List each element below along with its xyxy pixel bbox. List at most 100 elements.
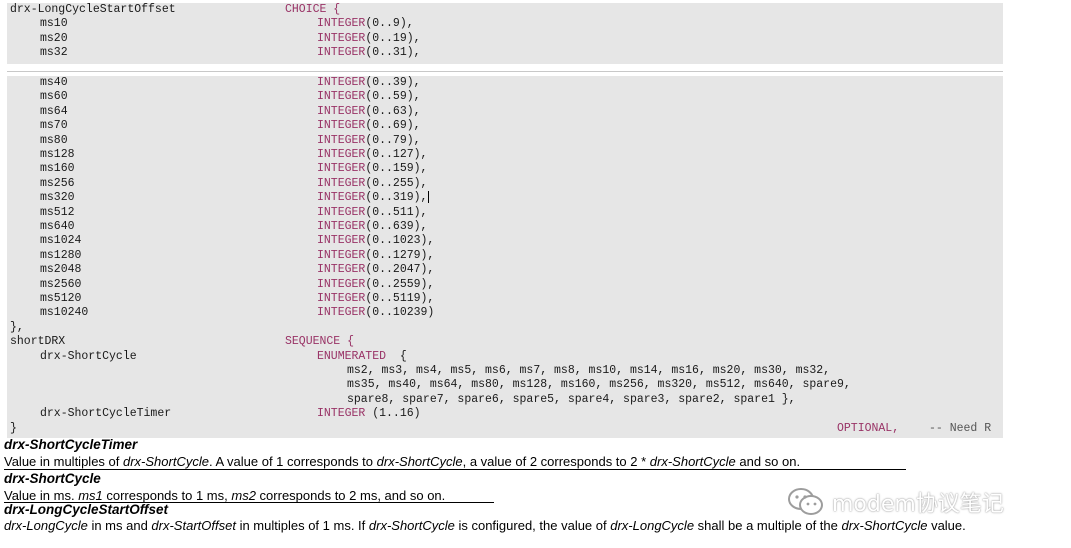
field-reference: ms1: [78, 488, 103, 503]
desc-text: . A value of 1 corresponds to: [208, 454, 377, 469]
field-desc-drx-shortcycletimer: Value in multiples of drx-ShortCycle. A …: [4, 454, 800, 469]
desc-text: corresponds to 1 ms,: [102, 488, 232, 503]
text-cursor: [428, 191, 430, 204]
code-range: (0..2559),: [365, 277, 435, 291]
code-c2: ms70: [40, 119, 68, 133]
code-range: (0..159),: [365, 162, 428, 176]
code-type: INTEGER: [317, 277, 366, 291]
field-reference: drx-ShortCycle: [649, 454, 736, 469]
code-range: (0..69),: [365, 119, 421, 133]
field-name-drx-shortcycle: drx-ShortCycle: [4, 471, 101, 486]
code-range: (0..127),: [365, 148, 428, 161]
code-c1: }: [10, 421, 17, 435]
code-type: INTEGER: [317, 263, 366, 277]
code-type: INTEGER: [317, 234, 366, 248]
code-range: (0..639),: [365, 220, 428, 233]
code-range: (0..79),: [365, 133, 421, 147]
code-c2: ms40: [40, 76, 68, 89]
code-range: (0..2047),: [365, 263, 435, 277]
desc-text: shall be a multiple of the: [694, 518, 842, 533]
code-type: INTEGER: [317, 148, 366, 161]
code-c2: ms1280: [40, 248, 82, 262]
field-reference: drx-LongCycle: [610, 518, 695, 533]
desc-text: Value in multiples of: [4, 454, 123, 469]
code-range: (0..10239): [365, 306, 435, 320]
field-name-drx-shortcycletimer: drx-ShortCycleTimer: [4, 437, 138, 452]
code-type: INTEGER: [317, 176, 366, 190]
code-type: INTEGER: [317, 76, 366, 89]
code-c2: ms80: [40, 133, 68, 147]
code-c2: ms128: [40, 148, 75, 161]
code-range: (0..63),: [365, 104, 421, 118]
code-c2: drx-ShortCycle: [40, 349, 137, 363]
code-range: (0..511),: [365, 205, 428, 219]
wechat-icon: [788, 488, 823, 515]
code-c5: ms2, ms3, ms4, ms5, ms6, ms7, ms8, ms10,…: [347, 364, 831, 377]
code-type: INTEGER: [317, 191, 366, 205]
row-divider: [4, 469, 906, 470]
code-c2: ms512: [40, 205, 75, 219]
code-c2: ms256: [40, 176, 75, 190]
desc-text: in multiples of 1 ms. If: [235, 518, 369, 533]
code-range: (0..1023),: [365, 234, 435, 248]
code-c1: drx-LongCycleStartOffset: [10, 3, 176, 16]
code-c2: ms1024: [40, 234, 82, 248]
code-range: (0..5119),: [365, 292, 435, 305]
code-c1: },: [10, 320, 24, 334]
code-type: INTEGER: [317, 205, 366, 219]
code-c3: SEQUENCE {: [285, 335, 355, 349]
code-type: INTEGER: [317, 407, 366, 421]
code-c2: ms60: [40, 90, 68, 104]
field-desc-drx-shortcycle: Value in ms. ms1 corresponds to 1 ms, ms…: [4, 488, 445, 503]
code-type: INTEGER: [317, 104, 366, 118]
code-c2: ms10240: [40, 306, 89, 320]
code-range: (0..1279),: [365, 248, 435, 262]
code-range: (0..19),: [365, 31, 421, 45]
field-reference: ms2: [231, 488, 256, 503]
code-c2: drx-ShortCycleTimer: [40, 407, 172, 421]
desc-text: is configured, the value of: [454, 518, 611, 533]
watermark-text: modem协议笔记: [832, 492, 1004, 517]
field-reference: drx-ShortCycle: [841, 518, 928, 533]
code-c2: ms10: [40, 17, 68, 31]
field-name-drx-longcyclestartoffset: drx-LongCycleStartOffset: [4, 502, 169, 517]
code-need: -- Need R: [929, 421, 992, 435]
code-c2: ms20: [40, 31, 68, 45]
desc-text: value.: [927, 518, 966, 533]
code-type: INTEGER: [317, 90, 366, 104]
code-c2: ms320: [40, 191, 75, 205]
code-type: INTEGER: [317, 292, 366, 305]
code-type: INTEGER: [317, 119, 366, 133]
code-type: INTEGER: [317, 31, 366, 45]
field-reference: drx-ShortCycle: [368, 518, 455, 533]
code-range: (0..39),: [365, 76, 421, 89]
code-type: INTEGER: [317, 162, 366, 176]
code-range: (0..59),: [365, 90, 421, 104]
field-reference: drx-LongCycle: [4, 518, 88, 533]
code-type: INTEGER: [317, 306, 366, 320]
code-type: INTEGER: [317, 220, 366, 233]
code-c2: ms64: [40, 104, 68, 118]
code-c2: ms2048: [40, 263, 82, 277]
code-range: (0..31),: [365, 46, 421, 60]
desc-text: corresponds to 2 ms, and so on.: [255, 488, 446, 503]
field-reference: drx-ShortCycle: [376, 454, 463, 469]
field-desc-drx-longcyclestartoffset: drx-LongCycle in ms and drx-StartOffset …: [4, 518, 966, 533]
code-type: INTEGER: [317, 248, 366, 262]
code-c2: ms640: [40, 220, 75, 233]
row-divider: [4, 502, 494, 503]
code-range: {: [386, 349, 407, 363]
code-c2: ms2560: [40, 277, 82, 291]
desc-text: and so on.: [735, 454, 801, 469]
code-range: (0..319),: [365, 191, 428, 205]
watermark: modem协议笔记: [786, 482, 1046, 522]
desc-text: , a value of 2 corresponds to 2 *: [462, 454, 650, 469]
separator-line: [7, 71, 1003, 72]
code-range: (0..255),: [365, 176, 428, 190]
code-c2: ms160: [40, 162, 75, 176]
code-c1: shortDRX: [10, 335, 66, 349]
code-c2: ms5120: [40, 292, 82, 305]
field-reference: drx-ShortCycle: [123, 454, 209, 469]
